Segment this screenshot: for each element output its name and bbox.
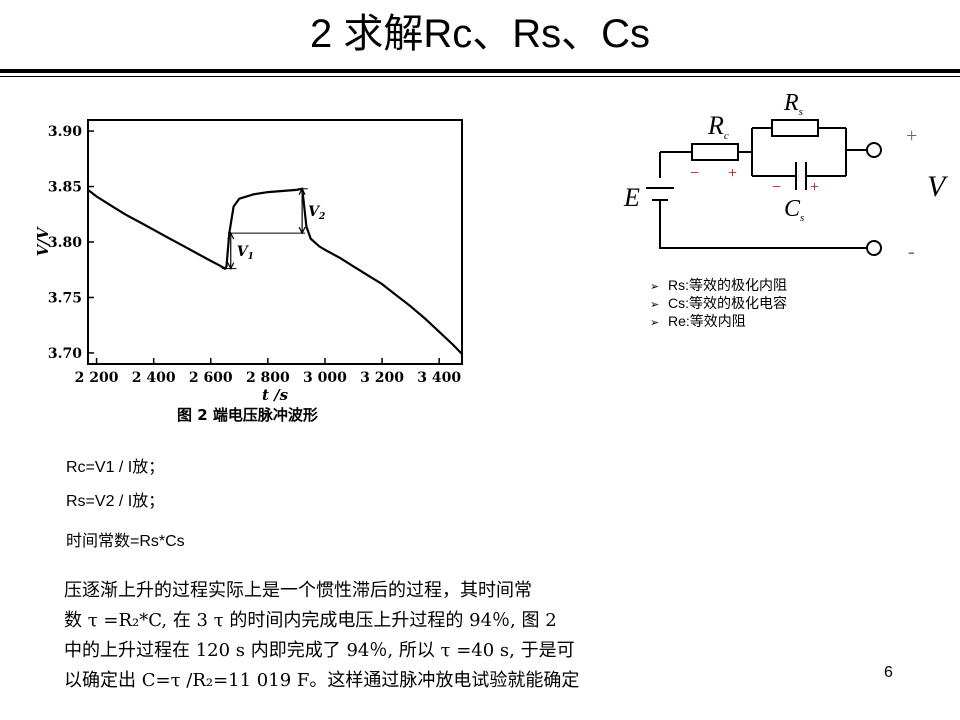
x-tick-label: 2 200 bbox=[75, 370, 119, 386]
paper-excerpt: 压逐渐上升的过程实际上是一个惯性滞后的过程，其时间常 数 τ =R₂*C, 在 … bbox=[64, 576, 624, 696]
plot-frame bbox=[87, 119, 463, 365]
y-tick-label: 3.85 bbox=[48, 180, 82, 196]
equivalent-circuit-diagram: Rc Rs Cs E V + - − + − + bbox=[623, 90, 949, 263]
terminal-negative bbox=[866, 240, 882, 256]
voltage-series-line bbox=[87, 187, 463, 355]
parallel-right-branch bbox=[810, 127, 867, 177]
x-axis-label: t /s bbox=[262, 386, 289, 404]
label-rc: Rc bbox=[707, 111, 729, 142]
page-number: 6 bbox=[884, 664, 893, 681]
arrow-bullet-icon: ➢ bbox=[650, 281, 660, 293]
x-tick-label: 3 400 bbox=[417, 370, 461, 386]
chart-caption: 图 2 端电压脉冲波形 bbox=[177, 406, 318, 424]
x-tick-label: 3 200 bbox=[360, 370, 404, 386]
polarity-cs-minus: − bbox=[772, 179, 781, 196]
parallel-left-branch bbox=[751, 127, 792, 177]
legend-item: ➢Rs:等效的极化内阻 bbox=[650, 276, 787, 294]
annotation-arrow bbox=[298, 226, 306, 235]
title-rule-thin bbox=[0, 76, 960, 77]
label-terminal-minus: - bbox=[908, 241, 915, 263]
annotation-arrow bbox=[298, 187, 306, 196]
slide-title: 2 求解Rc、Rs、Cs bbox=[309, 12, 651, 56]
y-axis-label: V/V bbox=[34, 226, 52, 256]
formula-rs: Rs=V2 / I放； bbox=[66, 493, 165, 510]
formula-time-constant: 时间常数=Rs*Cs bbox=[66, 533, 185, 550]
circuit-legend: ➢Rs:等效的极化内阻 ➢Cs:等效的极化电容 ➢Re:等效内阻 bbox=[650, 276, 787, 330]
excerpt-line: 中的上升过程在 120 s 内即完成了 94％, 所以 τ =40 s, 于是可 bbox=[64, 640, 575, 661]
x-tick-label: 3 000 bbox=[303, 370, 347, 386]
resistor-rs bbox=[771, 119, 819, 137]
y-tick-label: 3.75 bbox=[48, 290, 82, 306]
terminal-positive bbox=[866, 142, 882, 158]
x-tick-label: 2 400 bbox=[132, 370, 176, 386]
annotation-arrow bbox=[227, 262, 235, 270]
legend-item: ➢Cs:等效的极化电容 bbox=[650, 294, 787, 312]
label-rs: Rs bbox=[783, 90, 803, 118]
label-terminal-plus: + bbox=[906, 125, 917, 147]
excerpt-line: 数 τ =R₂*C, 在 3 τ 的时间内完成电压上升过程的 94％, 图 2 bbox=[64, 610, 557, 631]
arrow-bullet-icon: ➢ bbox=[650, 317, 660, 329]
annotation-label: V1 bbox=[237, 244, 254, 262]
annotation-label: V2 bbox=[308, 204, 325, 222]
excerpt-line: 以确定出 C=τ /R₂=11 019 F。这样通过脉冲放电试验就能确定 bbox=[64, 670, 580, 691]
x-tick-label: 2 800 bbox=[246, 370, 290, 386]
excerpt-line: 压逐渐上升的过程实际上是一个惯性滞后的过程，其时间常 bbox=[64, 580, 532, 601]
polarity-rc-minus: − bbox=[690, 165, 699, 182]
polarity-rc-plus: + bbox=[728, 165, 737, 182]
resistor-rc bbox=[691, 143, 739, 161]
wire-bottom bbox=[659, 200, 867, 249]
battery-e bbox=[646, 187, 674, 201]
wire-top-left bbox=[659, 151, 692, 178]
y-tick-label: 3.80 bbox=[48, 235, 82, 251]
voltage-pulse-chart: 2 200 2 400 2 600 2 800 3 000 3 200 3 400 3.70 3… bbox=[34, 119, 463, 424]
arrow-bullet-icon: ➢ bbox=[650, 299, 660, 311]
annotation-arrow bbox=[227, 231, 235, 240]
x-tick-label: 2 600 bbox=[189, 370, 233, 386]
label-e: E bbox=[623, 183, 640, 212]
capacitor-cs bbox=[792, 162, 810, 190]
legend-item: ➢Re:等效内阻 bbox=[650, 312, 787, 330]
label-cs: Cs bbox=[784, 196, 804, 224]
title-rule-thick bbox=[0, 69, 960, 73]
formula-rc: Rc=V1 / I放； bbox=[66, 459, 165, 476]
polarity-cs-plus: + bbox=[810, 179, 819, 196]
y-tick-label: 3.90 bbox=[48, 124, 82, 140]
label-v: V bbox=[927, 170, 949, 203]
y-tick-label: 3.70 bbox=[48, 346, 82, 362]
